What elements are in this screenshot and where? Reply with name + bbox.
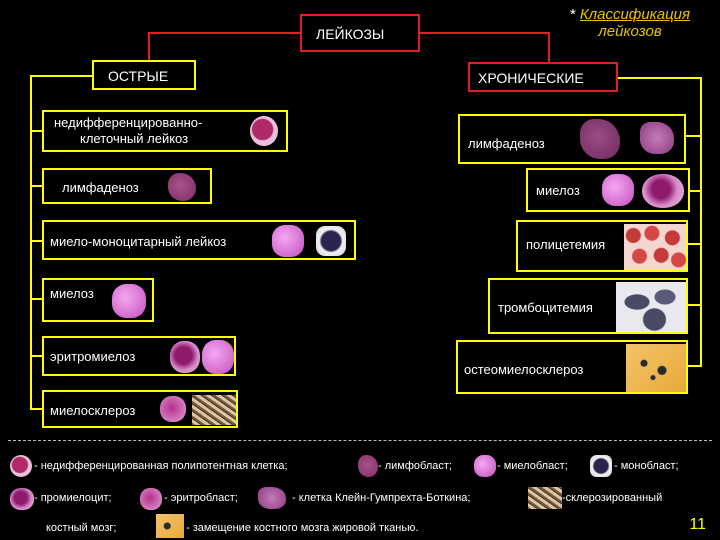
chronic-title: ХРОНИЧЕСКИЕ (478, 70, 584, 86)
acute-branch-1 (30, 130, 42, 132)
erythroblast-icon (160, 396, 186, 422)
fat-replaced-marrow-image (626, 344, 686, 392)
chronic-item-myelosis: миелоз (536, 183, 580, 198)
chronic-branch-2 (690, 190, 702, 192)
legend-sclerotic: -склерозированный (562, 492, 663, 504)
acute-branch-2 (30, 185, 42, 187)
erythrocytes-image (624, 224, 686, 270)
fat-replaced-marrow-icon (156, 514, 184, 538)
legend-myeloblast: - миелобласт; (497, 460, 568, 472)
sclerotic-marrow-icon (192, 395, 236, 425)
acute-branch-3 (30, 240, 42, 242)
acute-box-lymph: лимфаденоз (42, 168, 212, 204)
monoblast-icon (316, 226, 346, 256)
acute-item-lymph: лимфаденоз (62, 180, 139, 195)
chronic-box-thrombo: тромбоцитемия (488, 278, 688, 334)
undifferentiated-cell-icon (10, 455, 32, 477)
root-connector-right-h (420, 32, 550, 34)
chronic-item-lymph: лимфаденоз (468, 136, 545, 151)
lymphoblast-icon (168, 173, 196, 201)
acute-trunk (30, 75, 32, 410)
legend-monoblast: - монобласт; (614, 460, 679, 472)
acute-item-undiff-line2: клеточный лейкоз (80, 131, 189, 146)
legend-erythroblast: - эритробласт; (164, 492, 238, 504)
chronic-item-thrombo: тромбоцитемия (498, 300, 593, 315)
acute-title: ОСТРЫЕ (108, 68, 169, 84)
botkin-cell-icon (640, 122, 674, 154)
acute-item-myelosis: миелоз (50, 286, 94, 301)
chronic-trunk-top (618, 77, 702, 79)
chronic-branch-4 (688, 304, 702, 306)
legend-undiff: - недифференцированная полипотентная кле… (34, 460, 288, 472)
acute-box-undiff: недифференцированно- клеточный лейкоз (42, 110, 288, 152)
myeloblast-icon (474, 455, 496, 477)
myeloblast-icon (602, 174, 634, 206)
acute-box-myelosis: миелоз (42, 278, 154, 322)
chronic-trunk (700, 77, 702, 367)
acute-item-myelomono: миело-моноцитарный лейкоз (50, 234, 227, 249)
legend-bone-marrow: костный мозг; (46, 522, 117, 534)
undifferentiated-cell-icon (250, 116, 278, 146)
promyelocyte-icon (170, 341, 200, 373)
acute-box-erythro: эритромиелоз (42, 336, 236, 376)
acute-item-erythro: эритромиелоз (50, 349, 136, 364)
title-line2: лейкозов (598, 23, 662, 40)
acute-branch-5 (30, 355, 42, 357)
chronic-item-osteo: остеомиелосклероз (464, 362, 584, 377)
acute-trunk-top (30, 75, 92, 77)
legend-fat-replacement: - замещение костного мозга жировой ткань… (186, 522, 419, 534)
acute-header: ОСТРЫЕ (92, 60, 196, 90)
myeloblast-icon (202, 340, 234, 374)
page-number: 11 (689, 516, 706, 533)
classification-title: *Классификация лейкозов (540, 6, 720, 40)
erythroblast-icon (140, 488, 162, 510)
botkin-cell-icon (258, 487, 286, 509)
megakaryocytes-image (616, 282, 686, 332)
acute-box-myeloscl: миелосклероз (42, 390, 238, 428)
chronic-branch-5 (688, 365, 702, 367)
acute-branch-4 (30, 298, 42, 300)
chronic-header: ХРОНИЧЕСКИЕ (468, 62, 618, 92)
root-box: ЛЕЙКОЗЫ (300, 14, 420, 52)
root-connector-right-v (548, 32, 550, 62)
legend-separator (8, 440, 712, 441)
myeloblast-icon (112, 284, 146, 318)
chronic-box-lymph: лимфаденоз (458, 114, 686, 164)
root-label: ЛЕЙКОЗЫ (316, 26, 385, 42)
promyelocyte-icon (642, 174, 684, 208)
acute-item-myeloscl: миелосклероз (50, 403, 136, 418)
root-connector-left-h (148, 32, 300, 34)
promyelocyte-icon (10, 488, 34, 510)
acute-item-undiff-line1: недифференцированно- (54, 115, 203, 130)
legend-lymphoblast: - лимфобласт; (378, 460, 452, 472)
myeloblast-icon (272, 225, 304, 257)
asterisk: * (569, 6, 576, 23)
root-connector-left-v (148, 32, 150, 66)
legend-botkin: - клетка Клейн-Гумпрехта-Боткина; (292, 492, 471, 504)
monoblast-icon (590, 455, 612, 477)
chronic-box-myelosis: миелоз (526, 168, 690, 212)
acute-branch-6 (30, 408, 42, 410)
lymphocyte-icon (580, 119, 620, 159)
acute-box-myelomono: миело-моноцитарный лейкоз (42, 220, 356, 260)
chronic-branch-1 (686, 135, 702, 137)
chronic-box-osteo: остеомиелосклероз (456, 340, 688, 394)
chronic-item-polycyth: полицетемия (526, 237, 606, 252)
lymphoblast-icon (358, 455, 378, 477)
chronic-box-polycyth: полицетемия (516, 220, 688, 272)
legend-promyelocyte: - промиелоцит; (34, 492, 112, 504)
sclerotic-marrow-icon (528, 487, 562, 509)
title-line1: Классификация (579, 6, 691, 23)
chronic-branch-3 (688, 243, 702, 245)
